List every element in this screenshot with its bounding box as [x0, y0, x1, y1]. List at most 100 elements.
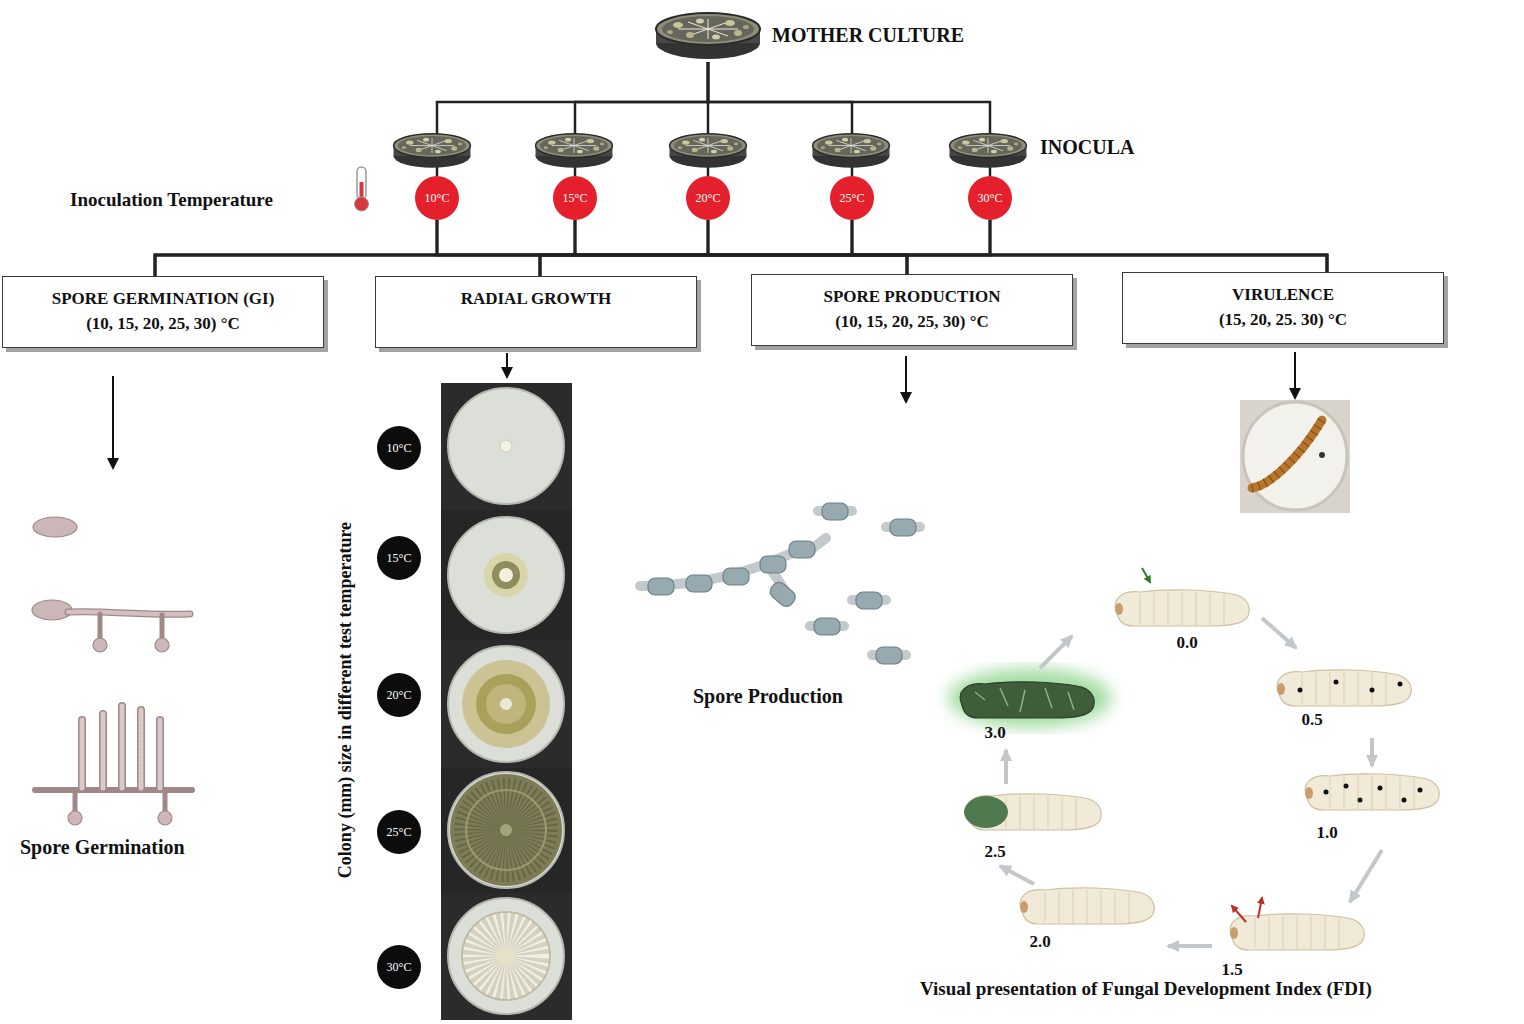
- spore-production-illustration: [640, 503, 920, 664]
- spore-production-illustration: [890, 519, 916, 536]
- petri-photo-column: [441, 893, 572, 1020]
- node-text: 25°C: [387, 825, 412, 840]
- temperature-badge: 10°C: [377, 426, 421, 470]
- text-label: 2.0: [1029, 932, 1050, 952]
- cycle-arrow: [1004, 750, 1008, 784]
- temperature-circle: 20°C: [686, 176, 730, 220]
- label-holder: 1.0: [1316, 823, 1337, 843]
- text-label: 0.0: [1176, 633, 1197, 653]
- node-text: SPORE GERMINATION (GI): [52, 287, 275, 312]
- label-holder: 2.0: [1029, 932, 1050, 952]
- node-text: 10°C: [425, 191, 450, 206]
- spore-germination-illustration: [158, 811, 172, 825]
- cycle-arrow: [1262, 618, 1296, 648]
- connector-line: [540, 220, 575, 276]
- connector-line: [575, 220, 907, 274]
- cycle-arrow: [1000, 618, 1382, 946]
- petri-photo-column: [441, 383, 572, 510]
- text-label: 1.0: [1316, 823, 1337, 843]
- petri-photo-column: [448, 388, 564, 504]
- petri-photo-column: [448, 772, 564, 888]
- temperature-badge: 25°C: [377, 810, 421, 854]
- fdi-larva: [948, 668, 1112, 728]
- spore-production-illustration: [810, 511, 920, 655]
- petri-photo-column: [476, 674, 536, 734]
- larva-photo: [1252, 420, 1322, 488]
- connector-line: [155, 220, 437, 276]
- connector-line: [155, 220, 990, 276]
- connector-line: [437, 220, 907, 274]
- spore-germination-illustration: [75, 792, 165, 812]
- connector-line: [437, 220, 1327, 272]
- label-holder: Spore Production: [693, 685, 843, 708]
- petri-photo-column: [500, 824, 512, 836]
- temperature-circle: 25°C: [830, 176, 874, 220]
- connector-line: [990, 220, 1327, 272]
- spore-production-illustration: [640, 538, 826, 598]
- node-text: 30°C: [978, 191, 1003, 206]
- connector-line: [708, 220, 1327, 272]
- petri-photo-column: [496, 946, 516, 966]
- spore-germination-illustration: [93, 638, 107, 652]
- label-holder: 0.5: [1301, 710, 1322, 730]
- petri-dish-icon: [394, 13, 1027, 168]
- petri-photo-column: [441, 383, 572, 1020]
- petri-dish-icon: [670, 134, 747, 168]
- node-text: 30°C: [387, 960, 412, 975]
- down-arrow: [905, 356, 907, 402]
- connector-line: [540, 220, 708, 276]
- fdi-larva: [1258, 898, 1262, 918]
- petri-photo-column: [450, 774, 562, 886]
- petri-dish-icon: [813, 134, 890, 168]
- fdi-larva: [1398, 682, 1403, 687]
- cycle-arrow: [1000, 866, 1034, 884]
- fdi-larva: [1277, 670, 1411, 706]
- petri-photo-column: [492, 561, 520, 589]
- petri-dish-icon: [394, 134, 471, 168]
- temperature-circle: 30°C: [968, 176, 1012, 220]
- petri-photo-column: [486, 684, 526, 724]
- down-arrow: [1294, 352, 1296, 398]
- label-holder: 1.5: [1221, 960, 1242, 980]
- spore-production-illustration: [760, 556, 786, 573]
- fdi-larva: [1232, 906, 1246, 922]
- node-text: 10°C: [387, 441, 412, 456]
- spore-production-illustration: [876, 647, 902, 664]
- cycle-arrow: [1168, 944, 1212, 948]
- petri-dish-icon: [536, 134, 613, 168]
- fdi-larva: [1115, 590, 1249, 626]
- label-holder: 2.5: [984, 842, 1005, 862]
- connector-line: [852, 220, 907, 274]
- culture-label: MOTHER CULTURE: [655, 8, 985, 62]
- connector-line: [155, 220, 575, 276]
- text-label: 1.5: [1221, 960, 1242, 980]
- label-holder: Spore Germination: [20, 836, 185, 859]
- fdi-larva: [1305, 774, 1439, 810]
- fdi-larva: [1324, 790, 1329, 795]
- spore-production-illustration: [767, 580, 798, 610]
- node-text: RADIAL GROWTH: [461, 287, 612, 312]
- connector-line: [852, 220, 1327, 272]
- fdi-larva: [1418, 788, 1423, 793]
- petri-dish-icon: [656, 13, 760, 59]
- connector-line: [155, 220, 708, 276]
- temperature-circle: 10°C: [415, 176, 459, 220]
- connector-line: [155, 220, 852, 276]
- petri-photo-column: [441, 640, 572, 768]
- text-label: Spore Germination: [20, 836, 185, 859]
- connector-line: [708, 220, 907, 274]
- node-text: 20°C: [696, 191, 721, 206]
- label-holder: 3.0: [984, 723, 1005, 743]
- petri-photo-column: [448, 646, 564, 762]
- label-holder: 0.0: [1176, 633, 1197, 653]
- text-label: Visual presentation of Fungal Developmen…: [920, 978, 1372, 1000]
- label-holder: INOCULA: [1040, 136, 1134, 159]
- thermometer-icon: [355, 197, 369, 211]
- cycle-arrow: [1370, 738, 1374, 766]
- node-text: MOTHER CULTURE: [772, 24, 964, 47]
- connector-line: [907, 220, 990, 274]
- label-holder: Inoculation Temperature: [70, 189, 273, 211]
- connector-line: [437, 62, 708, 176]
- spore-production-illustration: [723, 568, 749, 585]
